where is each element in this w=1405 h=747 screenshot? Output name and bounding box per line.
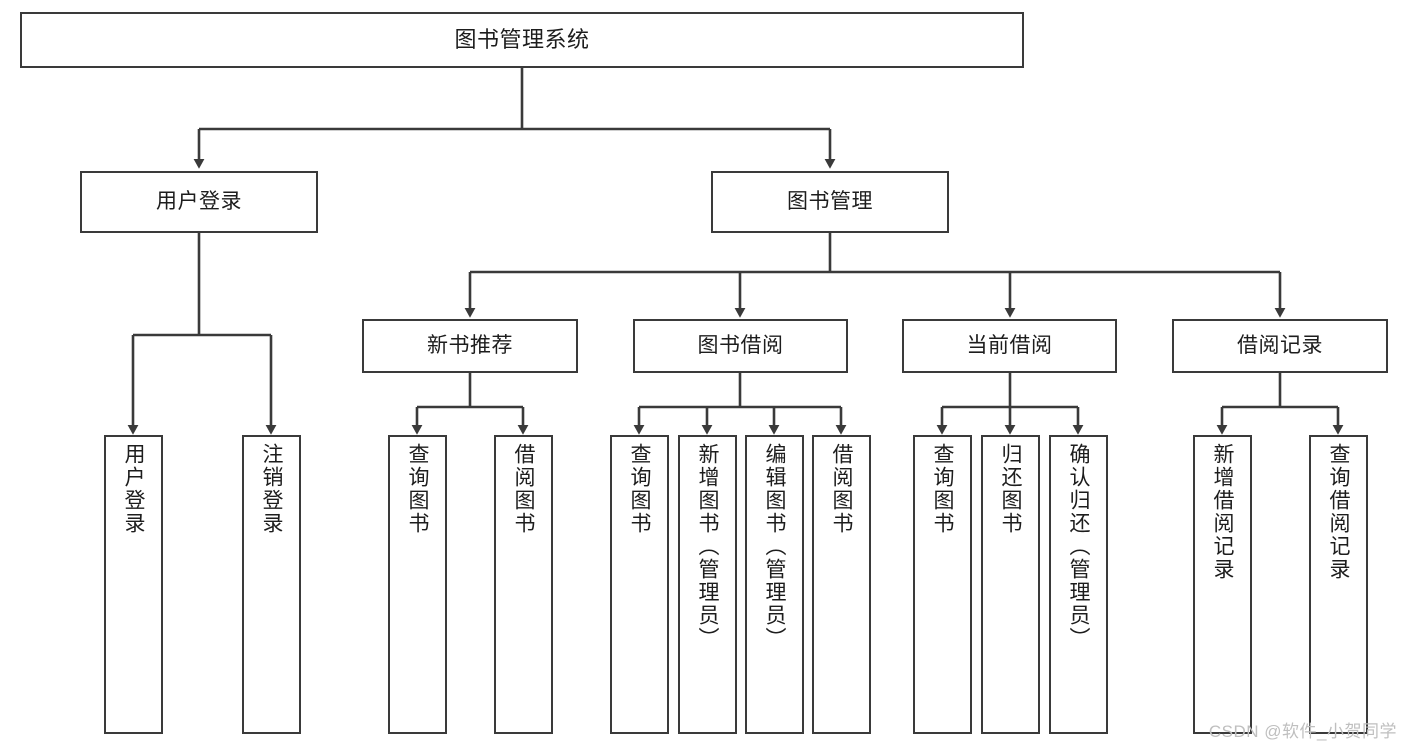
node-label: 新增图书（管理员）	[696, 443, 720, 650]
node-current-borrow[interactable]: 当前借阅	[902, 319, 1117, 373]
node-label: 图书管理系统	[454, 27, 590, 53]
node-label: 归还图书	[999, 443, 1023, 535]
leaf-book-borrow-add-book-admin[interactable]: 新增图书（管理员）	[678, 435, 737, 734]
node-book-borrow[interactable]: 图书借阅	[633, 319, 848, 373]
node-book-management[interactable]: 图书管理	[711, 171, 949, 233]
leaf-user-login-login[interactable]: 用户登录	[104, 435, 163, 734]
leaf-book-borrow-borrow-book[interactable]: 借阅图书	[812, 435, 871, 734]
node-label: 当前借阅	[966, 333, 1053, 357]
node-label: 用户登录	[122, 443, 146, 535]
leaf-borrow-record-add-record[interactable]: 新增借阅记录	[1193, 435, 1252, 734]
node-label: 图书借阅	[697, 333, 784, 357]
node-label: 查询借阅记录	[1327, 443, 1351, 581]
leaf-book-borrow-query-book[interactable]: 查询图书	[610, 435, 669, 734]
leaf-user-login-logout[interactable]: 注销登录	[242, 435, 301, 734]
node-label: 编辑图书（管理员）	[763, 443, 787, 650]
leaf-current-borrow-query-book[interactable]: 查询图书	[913, 435, 972, 734]
leaf-new-book-borrow-book[interactable]: 借阅图书	[494, 435, 553, 734]
node-label: 新增借阅记录	[1211, 443, 1235, 581]
node-new-book-recommend[interactable]: 新书推荐	[362, 319, 578, 373]
leaf-book-borrow-edit-book-admin[interactable]: 编辑图书（管理员）	[745, 435, 804, 734]
node-label: 新书推荐	[427, 333, 513, 357]
node-user-login[interactable]: 用户登录	[80, 171, 318, 233]
node-label: 借阅记录	[1237, 333, 1323, 357]
node-root-book-management-system[interactable]: 图书管理系统	[20, 12, 1024, 68]
node-label: 借阅图书	[830, 443, 854, 535]
leaf-borrow-record-query-record[interactable]: 查询借阅记录	[1309, 435, 1368, 734]
node-label: 查询图书	[931, 443, 955, 535]
node-label: 注销登录	[260, 443, 284, 535]
leaf-new-book-query-book[interactable]: 查询图书	[388, 435, 447, 734]
leaf-current-borrow-return-book[interactable]: 归还图书	[981, 435, 1040, 734]
node-label: 用户登录	[156, 189, 242, 213]
node-label: 查询图书	[406, 443, 430, 535]
leaf-current-borrow-confirm-return-admin[interactable]: 确认归还（管理员）	[1049, 435, 1108, 734]
node-borrow-record[interactable]: 借阅记录	[1172, 319, 1388, 373]
node-label: 确认归还（管理员）	[1067, 443, 1091, 650]
watermark: CSDN @软件_小贺同学	[1208, 722, 1397, 741]
node-label: 查询图书	[628, 443, 652, 535]
node-label: 借阅图书	[512, 443, 536, 535]
node-label: 图书管理	[787, 189, 873, 213]
